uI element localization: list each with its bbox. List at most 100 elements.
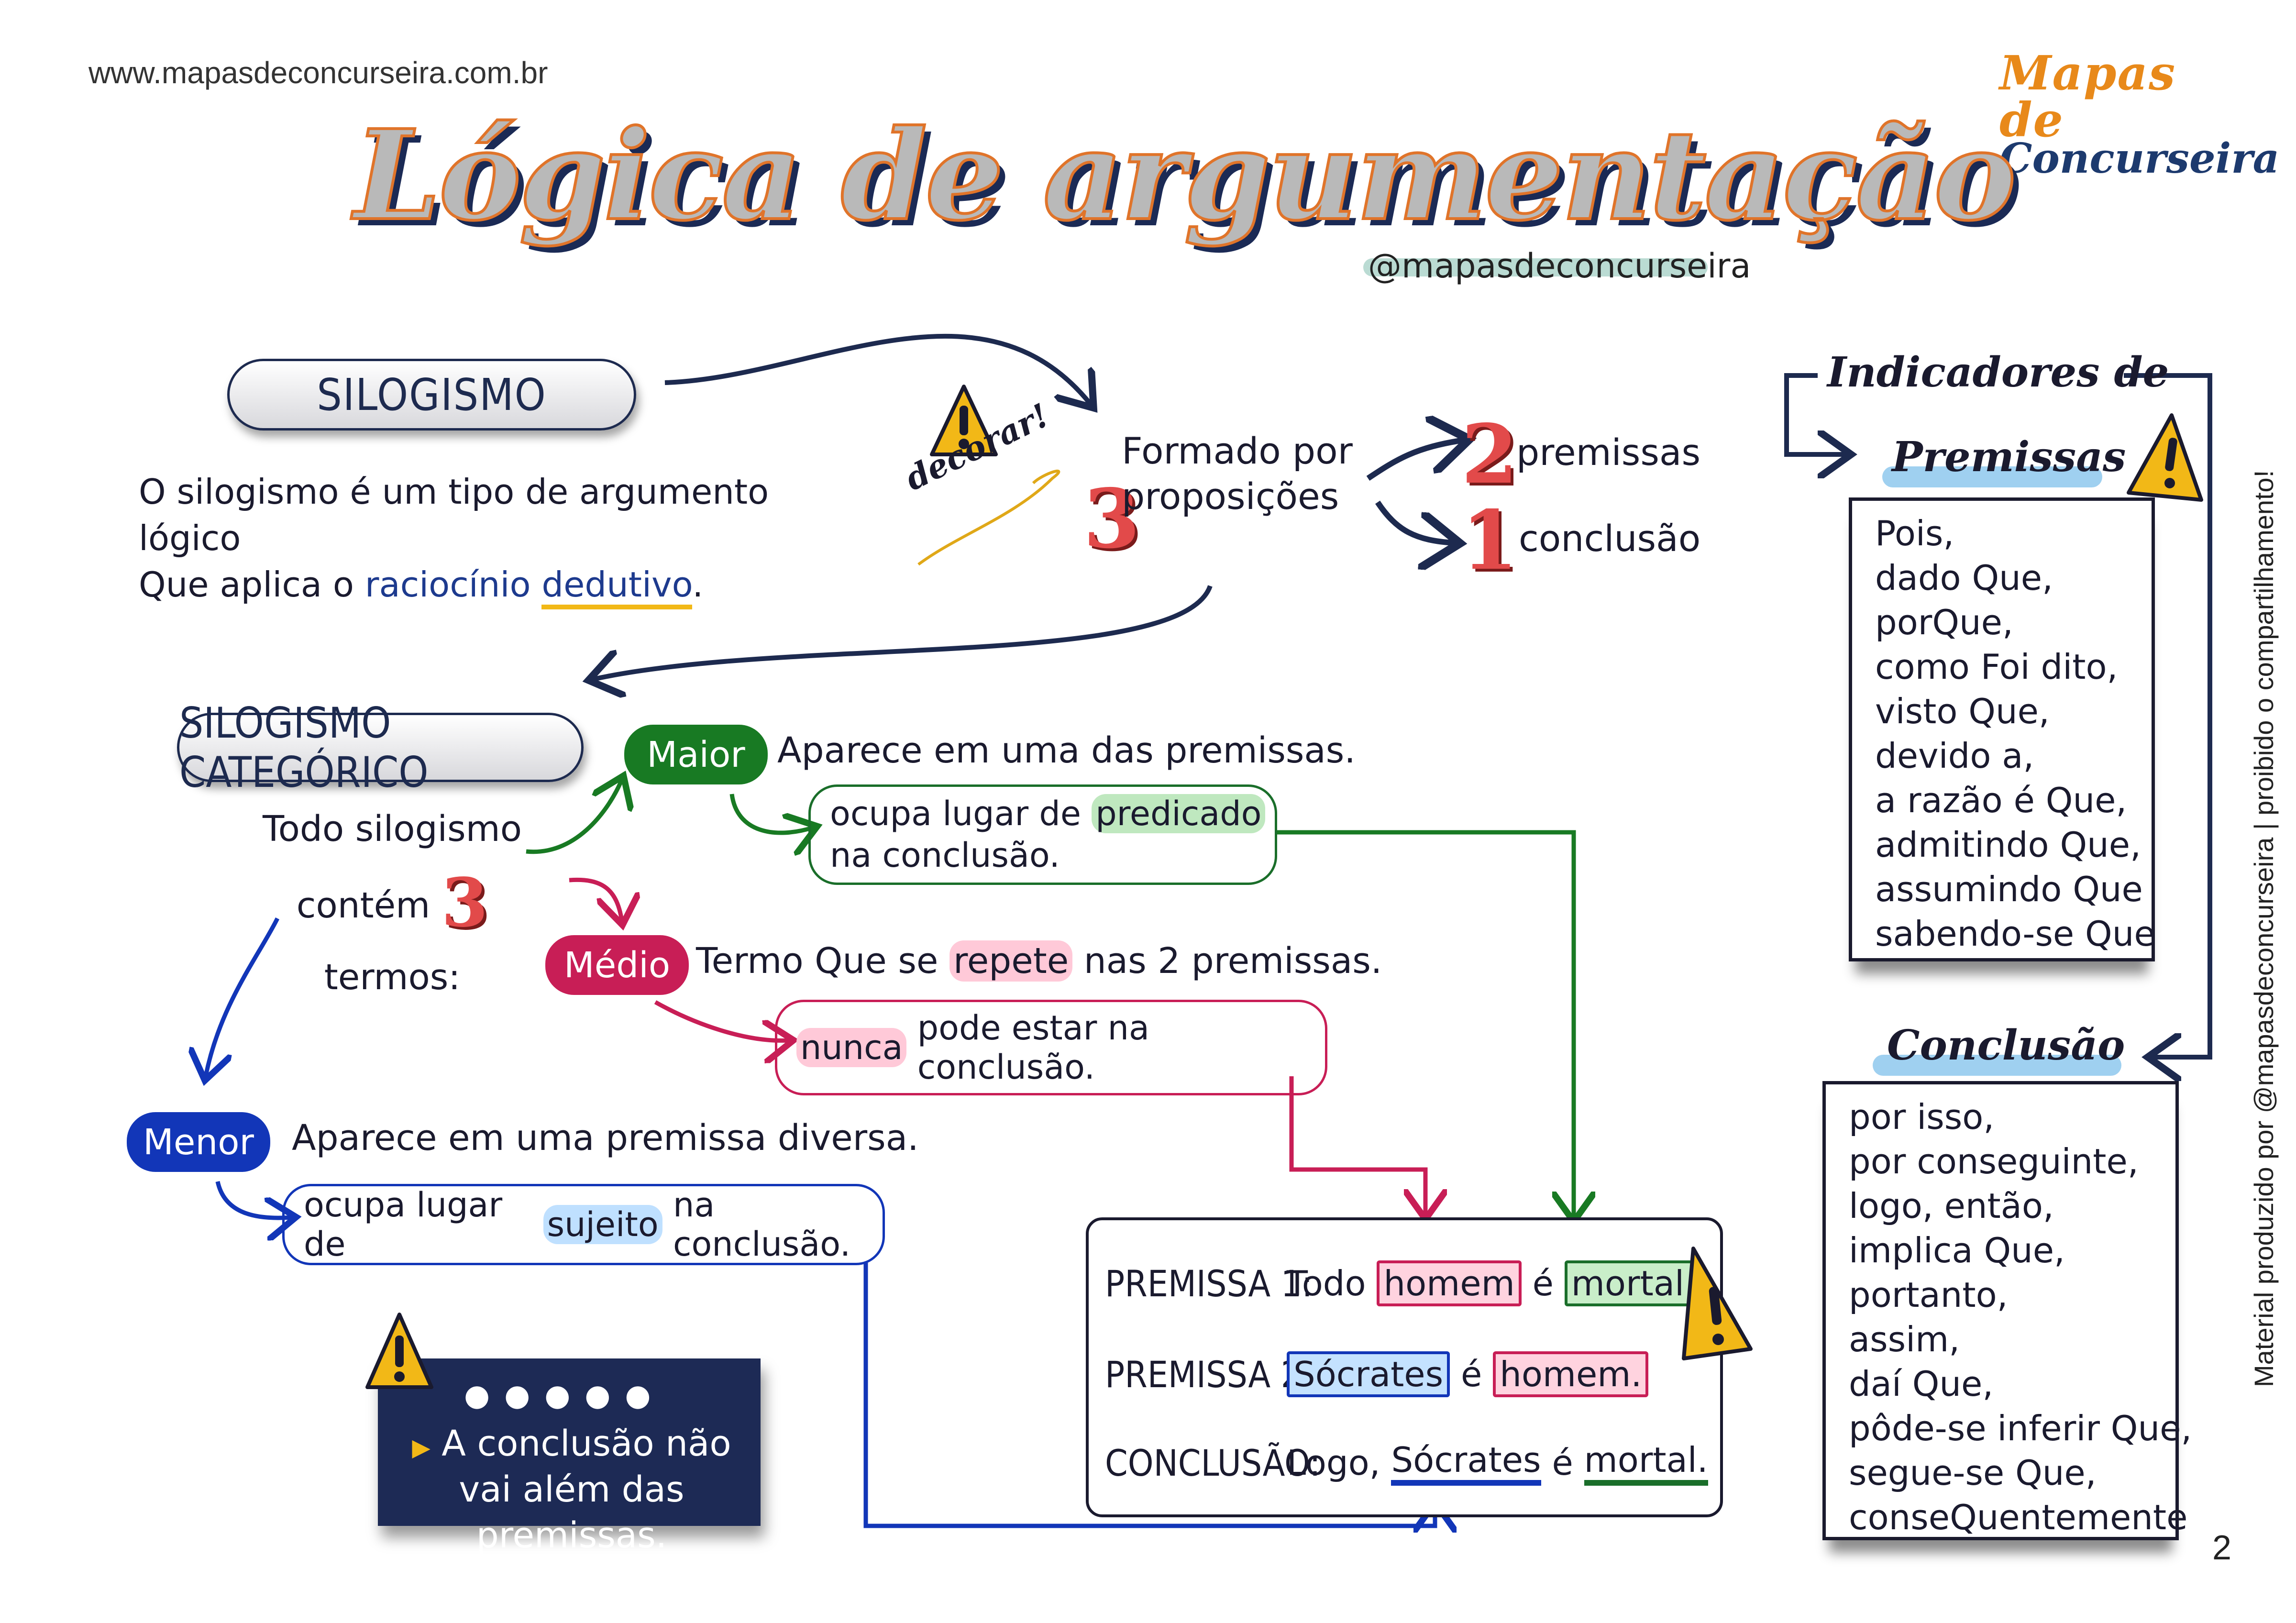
indicator-item: admitindo Que, <box>1875 825 2141 865</box>
page-number: 2 <box>2212 1529 2232 1567</box>
todo-line1: Todo silogismo <box>262 808 522 850</box>
c-socrates: Sócrates <box>1391 1440 1541 1486</box>
predicado-word: predicado <box>1092 794 1266 833</box>
note-text: A conclusão não vai além das premissas. <box>442 1423 731 1557</box>
indicator-item: Pois, <box>1875 513 1954 553</box>
menor-description: Aparece em uma premissa diversa. <box>292 1117 919 1159</box>
arrow-formado-to-conclusao <box>1375 500 1454 543</box>
indicator-item: sabendo-se Que <box>1875 914 2155 954</box>
indicator-item: logo, então, <box>1849 1186 2054 1226</box>
indicator-item: segue-se Que, <box>1849 1453 2097 1493</box>
medio-bubble: nunca pode estar na conclusão. <box>775 1000 1327 1095</box>
two-number: 2 <box>1461 407 1518 502</box>
site-url[interactable]: www.mapasdeconcurseira.com.br <box>88 55 548 90</box>
social-handle: @mapasdeconcurseira <box>1368 246 1751 286</box>
note-bullet-icon: ▶ <box>412 1434 430 1461</box>
sujeito-word: sujeito <box>543 1205 662 1244</box>
c-e: é <box>1552 1443 1573 1483</box>
p1-todo: Todo <box>1287 1263 1366 1303</box>
logo-line1: Mapas de <box>1999 46 2176 148</box>
arrow-todo-to-maior <box>526 780 622 854</box>
one-number: 1 <box>1461 493 1518 588</box>
indicator-item: por conseguinte, <box>1849 1141 2139 1181</box>
indicator-item: pôde-se inferir Que, <box>1849 1408 2192 1448</box>
p1-e: é <box>1532 1263 1554 1303</box>
indicator-item: dado Que, <box>1875 558 2053 598</box>
arrow-medio-to-bubble <box>654 1000 789 1040</box>
todo-contem: contém <box>296 885 430 927</box>
note-text-wrap: ▶ A conclusão não vai além das premissas… <box>397 1421 746 1559</box>
indicadores-bracket-premissas <box>1784 373 1846 454</box>
premissa1-label: PREMISSA 1: <box>1105 1262 1313 1305</box>
menor-bubble-suffix: na conclusão. <box>673 1185 851 1264</box>
indicator-item: devido a, <box>1875 736 2034 776</box>
tag-maior: Maior <box>624 725 768 784</box>
premissas-title-highlight <box>1882 466 2102 487</box>
copyright-note: Material produzido por @mapasdeconcursei… <box>2249 470 2279 1387</box>
medio-description: Termo Que se repete nas 2 premissas. <box>696 938 1382 985</box>
formado-line1: Formado por <box>1122 430 1353 472</box>
indicator-item: portanto, <box>1849 1275 2008 1315</box>
logo-line2: Concurseira <box>1999 134 2280 183</box>
conclusao-label: conclusão <box>1519 517 1701 560</box>
p2-socrates: Sócrates <box>1287 1351 1450 1397</box>
definition-period: . <box>692 564 704 605</box>
premissa2-label: PREMISSA 2: <box>1105 1353 1313 1396</box>
definition-prefix: Que aplica o <box>139 564 354 605</box>
dedutivo-word: dedutivo <box>541 564 693 610</box>
handle-highlight <box>1363 258 1708 276</box>
indicator-item: por isso, <box>1849 1097 1995 1137</box>
todo-line2: contém 3 termos: <box>225 855 560 1003</box>
arrow-maior-to-bubble <box>729 794 813 833</box>
indicator-item: conseQuentemente <box>1849 1497 2188 1537</box>
silogismo-definition: O silogismo é um tipo de argumento lógic… <box>139 469 856 610</box>
arrow-nunca-to-homem <box>1289 1076 1425 1215</box>
example-premissa2: PREMISSA 2: Sócrates é homem. <box>1105 1351 1649 1397</box>
indicadores-bracket-conclusao <box>2124 373 2212 1057</box>
arrow-todo-to-medio <box>569 877 622 921</box>
todo-silogismo-text: Todo silogismo contém 3 termos: <box>225 804 560 1004</box>
silogismo-pill: SILOGISMO <box>227 359 636 431</box>
indicadores-title: Indicadores de <box>1827 348 2169 397</box>
three-number: 3 <box>1083 471 1140 567</box>
arrow-menor-to-bubble <box>215 1181 292 1218</box>
definition-line1: O silogismo é um tipo de argumento lógic… <box>139 472 769 559</box>
categorico-pill: SILOGISMO CATEGÓRICO <box>177 698 584 797</box>
example-premissa1: PREMISSA 1: Todo homem é mortal. <box>1105 1260 1702 1306</box>
conclusao-title: Conclusão <box>1887 1021 2125 1070</box>
indicator-item: implica Que, <box>1849 1230 2065 1270</box>
formado-line2: proposições <box>1122 475 1339 518</box>
definition-line2: Que aplica o raciocínio dedutivo. <box>139 562 856 610</box>
menor-bubble: ocupa lugar de sujeito na conclusão. <box>282 1184 885 1265</box>
page-title: Lógica de argumentação <box>353 101 2018 249</box>
indicator-item: como Foi dito, <box>1875 647 2118 687</box>
p2-homem: homem. <box>1493 1351 1649 1397</box>
silogismo-label: SILOGISMO <box>317 369 547 420</box>
premissas-title: Premissas <box>1892 433 2126 481</box>
conclusao-title-highlight <box>1873 1055 2121 1076</box>
raciocinio-word: raciocínio <box>364 564 531 605</box>
example-conclusao: CONCLUSÃO: Logo, Sócrates é mortal. <box>1105 1440 1708 1486</box>
categorico-label: SILOGISMO CATEGÓRICO <box>179 698 429 797</box>
premissas-indicator-list: Pois,dado Que,porQue,como Foi dito,visto… <box>1852 501 2155 956</box>
maior-description: Aparece em uma das premissas. <box>777 730 1356 771</box>
conclusao-label-example: CONCLUSÃO: <box>1105 1441 1321 1484</box>
note-dots: ●●●●● <box>464 1378 665 1413</box>
premissas-label: premissas <box>1516 431 1701 474</box>
indicator-item: daí Que, <box>1849 1364 1994 1404</box>
note-box: ●●●●● ▶ A conclusão não vai além das pre… <box>378 1358 761 1556</box>
maior-bubble-suffix: na conclusão. <box>830 836 1060 875</box>
arrow-todo-to-menor <box>206 917 280 1076</box>
arrow-predicado-to-mortal <box>1277 830 1574 1217</box>
c-logo: Logo, <box>1287 1443 1380 1483</box>
conclusao-indicator-list: por isso,por conseguinte, logo, então,imp… <box>1826 1084 2192 1540</box>
p1-homem: homem <box>1377 1260 1522 1306</box>
p2-e: é <box>1461 1354 1482 1394</box>
indicator-item: assumindo Que <box>1875 869 2143 909</box>
nunca-word: nunca <box>796 1028 907 1067</box>
indicator-item: assim, <box>1849 1319 1960 1359</box>
medio-bubble-suffix: pode estar na conclusão. <box>917 1008 1149 1087</box>
decorar-swirl <box>917 469 1060 566</box>
todo-number: 3 <box>441 864 488 943</box>
tag-medio: Médio <box>545 935 689 995</box>
